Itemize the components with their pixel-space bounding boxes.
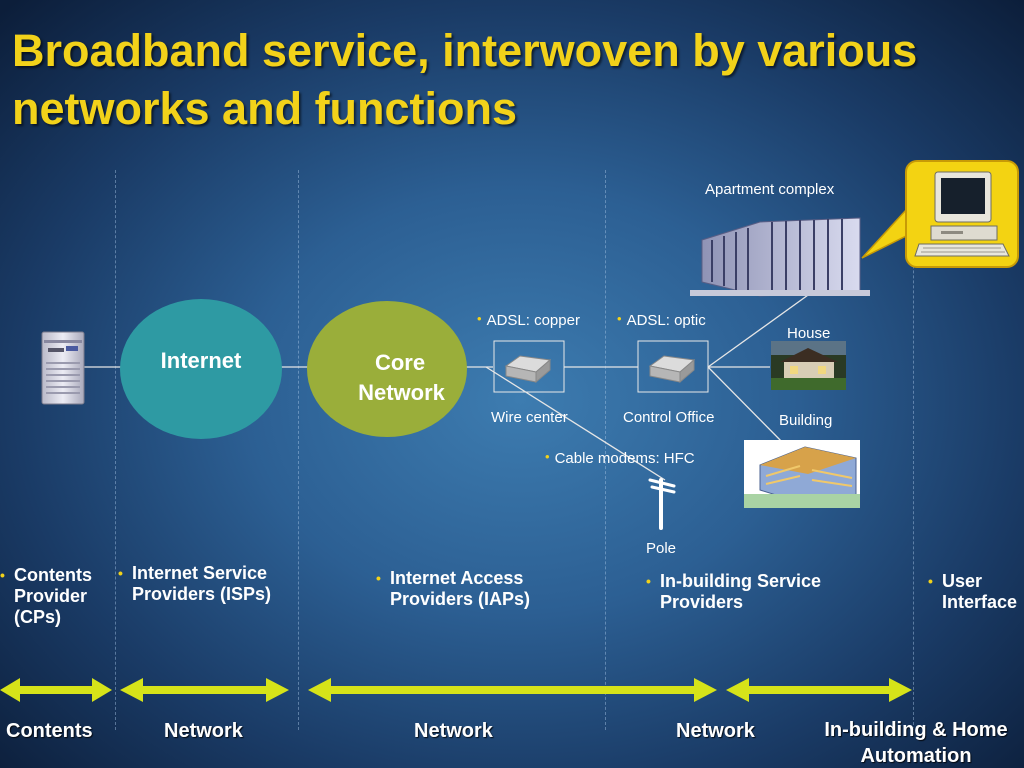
- bottom-label-network: Network: [164, 720, 243, 742]
- adsl-copper-label: •ADSL: copper: [477, 311, 580, 329]
- utility-pole-icon: [648, 478, 676, 530]
- core-network-node: [307, 301, 467, 437]
- core-network-label-line2: Network: [358, 380, 445, 405]
- arrow-iap: [308, 678, 717, 702]
- category-iaps: •Internet Access Providers (IAPs): [376, 568, 531, 609]
- bottom-label-network: Network: [676, 720, 755, 742]
- building-label: Building: [779, 412, 833, 429]
- office-building-icon: [744, 440, 860, 508]
- core-network-label-line1: Core: [374, 350, 426, 375]
- internet-node: [120, 299, 282, 439]
- internet-label: Internet: [160, 348, 242, 373]
- server-icon: [41, 331, 85, 405]
- user-interface-bubble: [905, 160, 1019, 268]
- wire-center-label: Wire center: [491, 409, 568, 426]
- arrow-inbuilding: [726, 678, 912, 702]
- apartment-icon: [690, 217, 870, 297]
- arrow-contents: [0, 678, 112, 702]
- modem-icon: [637, 340, 709, 393]
- speech-pointer: [861, 208, 907, 259]
- column-divider: [115, 170, 116, 730]
- column-divider: [913, 170, 914, 730]
- slide-title: Broadband service, interwoven by various…: [12, 25, 918, 134]
- house-icon: [771, 341, 846, 390]
- bottom-label-inbuilding-home-automation: In-building & Home Automation: [824, 719, 1008, 767]
- core-network-label: Core Network: [330, 348, 470, 408]
- computer-icon: [914, 171, 1010, 257]
- bottom-label-network: Network: [414, 720, 493, 742]
- bottom-label-contents: Contents: [6, 720, 93, 742]
- column-divider: [605, 170, 606, 730]
- category-isps: •Internet Service Providers (ISPs): [118, 563, 272, 604]
- arrow-isp: [120, 678, 289, 702]
- pole-label: Pole: [646, 540, 677, 557]
- apartment-complex-label: Apartment complex: [705, 181, 835, 198]
- connection-lines: [84, 284, 823, 481]
- adsl-optic-label: •ADSL: optic: [617, 311, 706, 329]
- column-divider: [298, 170, 299, 730]
- modem-icon: [493, 340, 565, 393]
- category-user-interface: •User Interface: [928, 571, 1018, 612]
- category-inbuilding-providers: •In-building Service Providers: [646, 571, 822, 612]
- cable-modems-label: •Cable modems: HFC: [545, 449, 695, 467]
- control-office-label: Control Office: [623, 409, 715, 426]
- double-arrows: [0, 678, 912, 702]
- house-label: House: [787, 325, 831, 342]
- category-contents-provider: •Contents Provider (CPs): [0, 565, 92, 627]
